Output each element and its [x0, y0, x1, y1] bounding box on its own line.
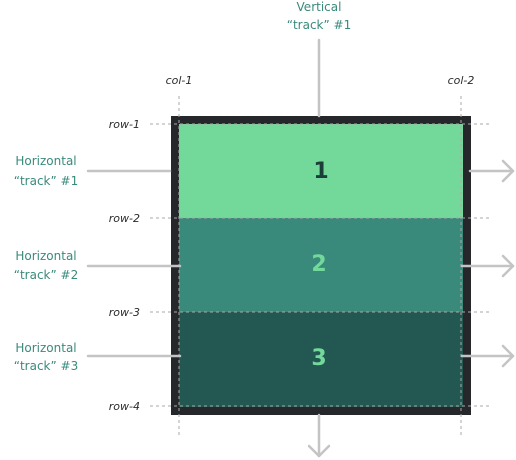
- row-label-3: row-3: [109, 306, 140, 319]
- horizontal-track-3-arrow-right: [460, 344, 515, 368]
- horizontal-track-2-annotation-line2: “track” #2: [14, 268, 78, 282]
- track-cell-3: [173, 312, 465, 410]
- horizontal-track-3-annotation-line1: Horizontal: [15, 341, 76, 355]
- horizontal-track-2-annotation-line1: Horizontal: [15, 249, 76, 263]
- track-number-2: 2: [311, 252, 326, 277]
- vertical-track-annotation-line1: Vertical: [297, 0, 342, 14]
- row-label-4: row-4: [109, 400, 140, 413]
- track-cell-1: [173, 121, 465, 218]
- track-number-3: 3: [311, 346, 326, 371]
- column-label-1: col-1: [166, 74, 193, 87]
- horizontal-track-3-annotation-line2: “track” #3: [14, 359, 78, 373]
- track-number-1: 1: [313, 159, 328, 184]
- horizontal-track-1-annotation-line2: “track” #1: [14, 174, 78, 188]
- horizontal-track-2-arrow-right: [460, 254, 515, 278]
- vertical-track-arrow-down: [307, 413, 331, 458]
- column-label-2: col-2: [448, 74, 475, 87]
- horizontal-track-1-annotation-line1: Horizontal: [15, 154, 76, 168]
- vertical-track-annotation-line2: “track” #1: [287, 18, 351, 32]
- horizontal-track-1-arrow-right: [468, 159, 515, 183]
- track-cell-2: [173, 218, 465, 312]
- row-label-2: row-2: [109, 212, 140, 225]
- row-label-1: row-1: [109, 118, 140, 131]
